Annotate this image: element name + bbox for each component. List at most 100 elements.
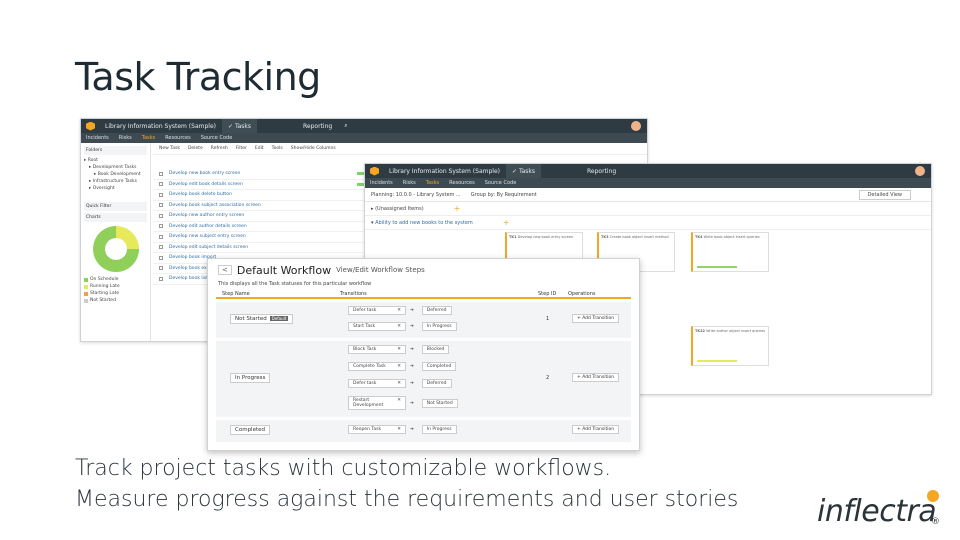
show-hide-columns-button[interactable]: Show/Hide Columns: [290, 146, 336, 151]
workflow-editor-screenshot: < Default Workflow View/Edit Workflow St…: [207, 258, 640, 451]
folder-sidebar: Folders ▸ Root ▸ Development Tasks ▸ Boo…: [81, 143, 151, 341]
add-icon[interactable]: +: [502, 218, 510, 227]
spira-logo-icon: [86, 121, 95, 131]
avatar[interactable]: [631, 121, 641, 131]
nav-source-code[interactable]: Source Code: [200, 135, 233, 141]
transition[interactable]: Reopen Task✕➔In Progress: [348, 425, 457, 434]
nav-resources[interactable]: Resources: [449, 180, 475, 186]
product-selector[interactable]: Library Information System (Sample): [105, 122, 216, 130]
workflow-title: Default Workflow: [236, 263, 332, 277]
column-header: Operations: [568, 291, 596, 297]
charts-header[interactable]: Charts: [84, 213, 147, 222]
reporting-link[interactable]: Reporting: [303, 122, 333, 130]
planning-selector[interactable]: Planning: 10.0.0 - Library System ...: [371, 191, 461, 198]
detailed-view-button[interactable]: Detailed View: [858, 189, 911, 200]
transition[interactable]: Complete Task✕➔Completed: [348, 362, 457, 371]
add-transition-button[interactable]: + Add Transition: [572, 373, 620, 382]
remove-icon: ✕: [397, 308, 401, 313]
avatar[interactable]: [915, 166, 925, 176]
filter-button[interactable]: Filter: [235, 146, 247, 151]
unassigned-row[interactable]: ▸ (Unassigned Items)+: [365, 202, 931, 216]
legend-item: Starting Late: [84, 290, 147, 297]
inflectra-logo: inflectra: [817, 494, 937, 529]
progress-bar: [697, 266, 737, 268]
arrow-icon: ➔: [410, 427, 414, 432]
default-badge: Default: [269, 316, 289, 321]
progress-donut-chart: [92, 226, 139, 272]
row-checkbox: [159, 234, 163, 239]
task-card[interactable]: TK4 Write book object insert queries: [691, 232, 769, 272]
nav-incidents[interactable]: Incidents: [86, 135, 109, 141]
legend-item: Not Started: [84, 297, 147, 304]
row-checkbox: [159, 203, 163, 208]
row-checkbox: [159, 192, 163, 197]
step-id: 1: [546, 316, 550, 322]
edit-button[interactable]: Edit: [254, 146, 264, 151]
back-button[interactable]: <: [218, 265, 232, 275]
tree-item[interactable]: ▸ Oversight: [89, 186, 115, 191]
tree-item[interactable]: ▸ Infrastructure Tasks: [89, 179, 137, 184]
remove-icon: ✕: [397, 427, 401, 432]
arrow-icon: ➔: [410, 308, 414, 313]
arrow-icon: ➔: [410, 364, 414, 369]
tree-item[interactable]: ▸ Book Development: [94, 172, 141, 177]
nav-tasks[interactable]: Tasks: [141, 135, 156, 141]
row-checkbox: [159, 171, 163, 176]
search-icon[interactable]: ⌕: [344, 122, 348, 129]
tree-item[interactable]: ▸ Root: [84, 158, 98, 163]
group-by-selector[interactable]: Group by: By Requirement: [470, 191, 537, 198]
legend-item: On Schedule: [84, 276, 147, 283]
new-task-button[interactable]: New Task: [159, 146, 180, 151]
artifact-nav: Incidents Risks Tasks Resources Source C…: [81, 133, 647, 143]
artifact-selector[interactable]: ✓ Tasks: [222, 119, 258, 133]
artifact-label: Tasks: [234, 122, 252, 130]
inflectra-mark-icon: [927, 490, 939, 502]
caption-line-1: Track project tasks with customizable wo…: [75, 456, 612, 481]
step-name[interactable]: Completed: [230, 425, 270, 435]
app-topbar: Library Information System (Sample) ✓ Ta…: [365, 164, 931, 178]
legend-swatch: [84, 277, 88, 282]
planning-toolbar: Planning: 10.0.0 - Library System ... Gr…: [365, 188, 931, 202]
workflow-table-header: Step Name Transitions Step ID Operations: [216, 291, 631, 299]
step-name[interactable]: In Progress: [230, 373, 271, 383]
row-checkbox: [159, 276, 163, 281]
add-transition-button[interactable]: + Add Transition: [572, 425, 620, 434]
transition[interactable]: Start Task✕➔In Progress: [348, 322, 457, 331]
nav-risks[interactable]: Risks: [402, 180, 416, 186]
nav-source-code[interactable]: Source Code: [484, 180, 517, 186]
delete-button[interactable]: Delete: [187, 146, 203, 151]
remove-icon: ✕: [397, 381, 401, 386]
tree-item[interactable]: ▸ Development Tasks: [89, 165, 137, 170]
tools-button[interactable]: Tools: [271, 146, 283, 151]
row-checkbox: [159, 255, 163, 260]
requirement-row[interactable]: ▾ Ability to add new books to the system…: [365, 216, 931, 230]
workflow-header: < Default Workflow View/Edit Workflow St…: [208, 259, 639, 281]
transition[interactable]: Defer task✕➔Deferred: [348, 306, 452, 315]
nav-risks[interactable]: Risks: [118, 135, 132, 141]
product-selector[interactable]: Library Information System (Sample): [389, 167, 500, 175]
nav-incidents[interactable]: Incidents: [370, 180, 393, 186]
transition[interactable]: Restart Development✕➔Not Started: [348, 396, 458, 410]
spira-logo-icon: [370, 166, 379, 176]
refresh-button[interactable]: Refresh: [210, 146, 228, 151]
transition[interactable]: Block Task✕➔Blocked: [348, 345, 450, 354]
task-toolbar: New Task Delete Refresh Filter Edit Tool…: [153, 143, 647, 155]
artifact-selector[interactable]: ✓ Tasks: [506, 164, 542, 178]
artifact-label: Tasks: [518, 167, 536, 175]
slide-title: Task Tracking: [75, 55, 321, 99]
transition[interactable]: Defer task✕➔Deferred: [348, 379, 452, 388]
legend-swatch: [84, 284, 88, 289]
quick-filter-header[interactable]: Quick Filter: [84, 202, 147, 211]
workflow-step: Completed Reopen Task✕➔In Progress + Add…: [216, 420, 631, 442]
reporting-link[interactable]: Reporting: [587, 167, 617, 175]
arrow-icon: ➔: [410, 400, 414, 406]
row-checkbox: [159, 182, 163, 187]
caption-line-2: Measure progress against the requirement…: [75, 487, 739, 512]
add-icon[interactable]: +: [453, 204, 461, 213]
nav-resources[interactable]: Resources: [165, 135, 191, 141]
add-transition-button[interactable]: + Add Transition: [572, 314, 620, 323]
folders-header: Folders: [84, 146, 147, 155]
nav-tasks[interactable]: Tasks: [425, 180, 440, 186]
task-card[interactable]: TK22 Write author object insert queries: [691, 326, 769, 366]
